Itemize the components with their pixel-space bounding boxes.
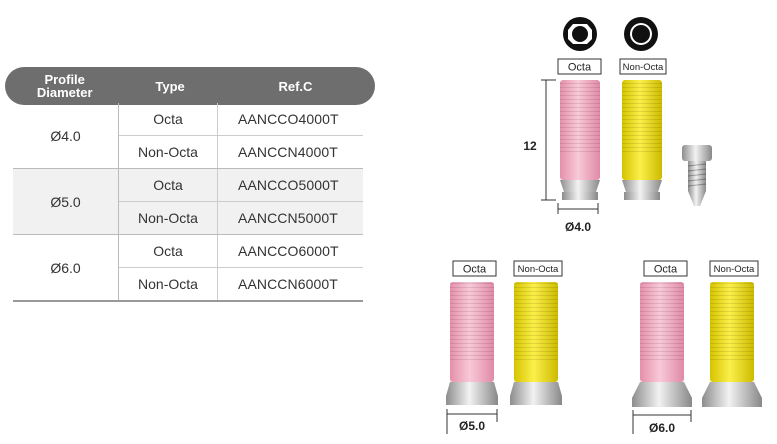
table-group-5: Ø5.0 Octa AANCCO5000T Non-Octa AANCCN500…: [13, 169, 363, 235]
table-row: Octa AANCCO5000T: [119, 169, 363, 201]
table-row: Non-Octa AANCCN5000T: [119, 201, 363, 234]
type-cell: Non-Octa: [119, 136, 218, 168]
header-ref: Ref.C: [278, 78, 313, 94]
non-octa-top-view-icon: [624, 17, 658, 51]
label-non-octa-6: Non-Octa: [709, 260, 759, 277]
abutment-yellow-4: [622, 80, 662, 200]
header-type: Type: [155, 78, 185, 94]
label-octa-5: Octa: [452, 260, 497, 277]
ref-cell: AANCCO5000T: [238, 177, 339, 193]
table-row: Non-Octa AANCCN4000T: [119, 135, 363, 168]
svg-text:Octa: Octa: [654, 264, 678, 276]
height-dimension: 12: [523, 79, 556, 201]
octa-top-view-icon: [563, 17, 597, 51]
abutment-pink-4: [560, 80, 600, 200]
diameter-4-dimension: Ø4.0: [557, 203, 599, 234]
type-cell: Octa: [119, 235, 218, 267]
abutment-yellow-5: [510, 282, 562, 405]
table-row: Non-Octa AANCCN6000T: [119, 267, 363, 300]
ref-cell: AANCCN6000T: [238, 276, 338, 292]
svg-text:Non-Octa: Non-Octa: [623, 62, 664, 73]
abutment-yellow-6: [702, 282, 762, 407]
table-body: Ø4.0 Octa AANCCO4000T Non-Octa AANCCN400…: [13, 103, 363, 302]
type-cell: Octa: [119, 169, 218, 201]
svg-text:Ø5.0: Ø5.0: [459, 419, 485, 433]
label-octa-top: Octa: [557, 58, 602, 75]
header-profile-diameter: Profile Diameter: [36, 72, 93, 100]
ref-cell: AANCCN5000T: [238, 210, 338, 226]
svg-text:Non-Octa: Non-Octa: [518, 264, 559, 275]
type-cell: Non-Octa: [119, 202, 218, 234]
table-row: Octa AANCCO4000T: [119, 103, 363, 135]
screw-icon: [682, 145, 712, 206]
type-cell: Non-Octa: [119, 268, 218, 300]
table-row: Octa AANCCO6000T: [119, 235, 363, 267]
abutment-pink-5: [446, 282, 498, 405]
table-header: Profile Diameter Type Ref.C: [5, 67, 375, 105]
ref-cell: AANCCN4000T: [238, 144, 338, 160]
ref-cell: AANCCO4000T: [238, 111, 339, 127]
abutment-pink-6: [632, 282, 692, 407]
svg-text:Octa: Octa: [463, 264, 487, 276]
svg-text:Non-Octa: Non-Octa: [714, 264, 755, 275]
diameter-6-dimension: Ø6.0: [632, 410, 692, 435]
label-octa-6: Octa: [643, 260, 688, 277]
table-group-6: Ø6.0 Octa AANCCO6000T Non-Octa AANCCN600…: [13, 235, 363, 302]
diameter-cell: Ø4.0: [13, 103, 119, 168]
label-non-octa-top: Non-Octa: [619, 58, 667, 75]
label-non-octa-5: Non-Octa: [513, 260, 563, 277]
svg-text:Octa: Octa: [568, 62, 592, 74]
svg-text:Ø6.0: Ø6.0: [649, 421, 675, 435]
diameter-5-dimension: Ø5.0: [446, 409, 498, 434]
ref-cell: AANCCO6000T: [238, 243, 339, 259]
svg-text:Ø4.0: Ø4.0: [565, 220, 591, 234]
diameter-cell: Ø5.0: [13, 169, 119, 234]
type-cell: Octa: [119, 103, 218, 135]
table-group-4: Ø4.0 Octa AANCCO4000T Non-Octa AANCCN400…: [13, 103, 363, 169]
spec-table: Profile Diameter Type Ref.C: [5, 67, 375, 105]
diameter-cell: Ø6.0: [13, 235, 119, 300]
svg-text:12: 12: [523, 139, 537, 153]
